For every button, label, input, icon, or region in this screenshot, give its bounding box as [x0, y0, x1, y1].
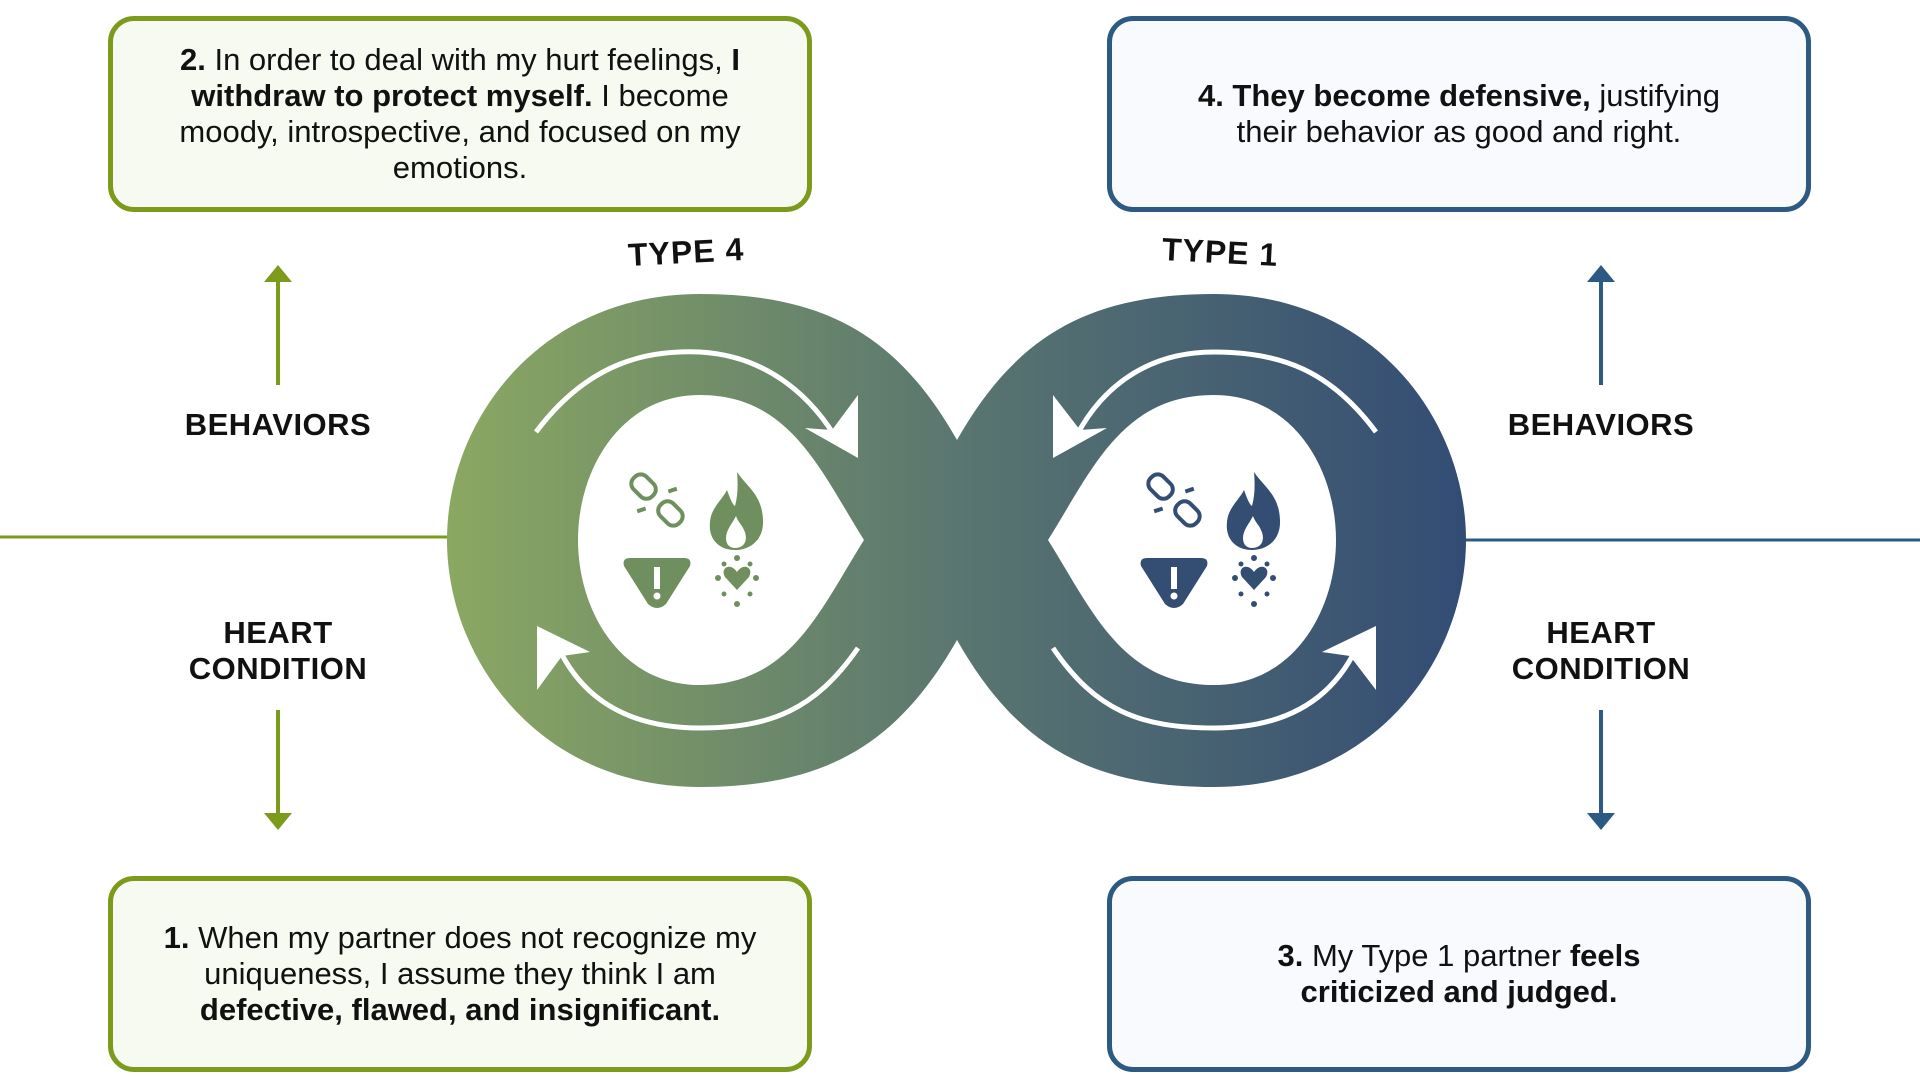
- step-emphasis: feels criticized and judged.: [1300, 938, 1641, 1009]
- arrow-down-left: [264, 710, 292, 830]
- step-number: 3.: [1277, 938, 1304, 973]
- heart-label-line2: CONDITION: [188, 651, 368, 686]
- cycle-arrow-bottom-left: [552, 639, 861, 731]
- arrow-up-right: [1587, 265, 1615, 385]
- type-1-label: TYPE 1: [1161, 230, 1280, 274]
- heart-label-line1: HEART: [1546, 615, 1656, 650]
- arrowhead-bottom-right: [1322, 626, 1376, 690]
- cycle-arrow-bottom-right: [1050, 639, 1363, 731]
- infinity-loop: [447, 294, 1466, 787]
- heart-burst-icon: [1232, 555, 1276, 607]
- arrow-down-right: [1587, 710, 1615, 830]
- arrowhead-top-left: [805, 395, 858, 458]
- step-emphasis: I withdraw to protect myself.: [191, 42, 741, 113]
- heart-label-line2: CONDITION: [1511, 651, 1691, 686]
- cycle-arrow-top-right: [1069, 349, 1379, 447]
- type-4-label: TYPE 4: [627, 230, 746, 274]
- arrowhead-bottom-left: [537, 626, 590, 690]
- step-2-box: 2. In order to deal with my hurt feeling…: [108, 16, 812, 212]
- broken-link-icon: [1146, 472, 1202, 528]
- arrowhead-top-right: [1053, 395, 1107, 458]
- step-emphasis: 4. They become defensive,: [1197, 78, 1591, 113]
- step-1-box: 1. When my partner does not recognize my…: [108, 876, 812, 1072]
- heart-burst-icon: [715, 555, 759, 607]
- step-2-text: 2. In order to deal with my hurt feeling…: [153, 42, 767, 186]
- behaviors-label-right: BEHAVIORS: [1507, 407, 1695, 442]
- behaviors-label-left: BEHAVIORS: [184, 407, 372, 442]
- step-1-text: 1. When my partner does not recognize my…: [153, 920, 767, 1028]
- step-text: I become moody, introspective, and focus…: [179, 78, 741, 185]
- flame-icon: [709, 472, 764, 550]
- warning-icon: [623, 558, 691, 608]
- warning-icon: [1140, 558, 1208, 608]
- step-text: My Type 1 partner: [1303, 938, 1570, 973]
- step-4-text: 4. They become defensive, justifying the…: [1152, 78, 1766, 150]
- heart-condition-label-left: HEART CONDITION: [148, 615, 408, 687]
- broken-link-icon: [629, 472, 685, 528]
- cycle-arrow-top-left: [534, 349, 843, 447]
- step-3-box: 3. My Type 1 partner feels criticized an…: [1107, 876, 1811, 1072]
- arrow-up-left: [264, 265, 292, 385]
- step-4-box: 4. They become defensive, justifying the…: [1107, 16, 1811, 212]
- step-number: 2.: [179, 42, 206, 77]
- heart-label-line1: HEART: [223, 615, 333, 650]
- icon-group-right: [1140, 472, 1281, 608]
- heart-condition-label-right: HEART CONDITION: [1471, 615, 1731, 687]
- icon-group-left: [623, 472, 764, 608]
- step-3-text: 3. My Type 1 partner feels criticized an…: [1152, 938, 1766, 1010]
- step-text: When my partner does not recognize my un…: [189, 920, 757, 991]
- step-number: 1.: [163, 920, 190, 955]
- step-text: justifying their behavior as good and ri…: [1236, 78, 1721, 149]
- step-emphasis: defective, flawed, and insignificant.: [199, 992, 721, 1027]
- step-text: In order to deal with my hurt feelings,: [205, 42, 732, 77]
- flame-icon: [1226, 472, 1281, 550]
